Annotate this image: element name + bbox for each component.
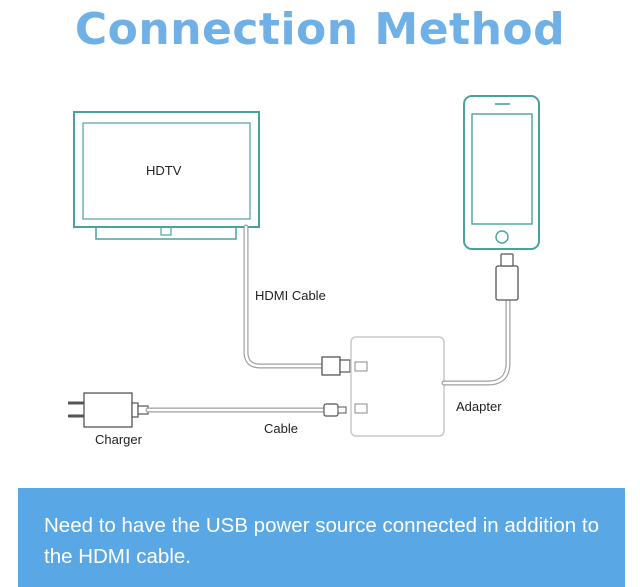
hdtv-screen: [82, 122, 251, 220]
power-source-notice: Need to have the USB power source connec…: [18, 488, 625, 587]
phone-illustration: [463, 95, 540, 250]
adapter-cable: [441, 297, 511, 386]
hdtv-stand-port: [160, 226, 172, 236]
hdmi-plug-tip: [339, 359, 351, 373]
phone-screen: [471, 113, 533, 225]
adapter-label: Adapter: [456, 399, 502, 414]
adapter-illustration: [350, 253, 519, 437]
hdtv-stand: [95, 226, 237, 240]
hdmi-cable: [243, 224, 351, 376]
hdmi-plug: [321, 356, 341, 376]
hdmi-cable-label: HDMI Cable: [255, 288, 326, 303]
adapter-hdmi-port: [354, 361, 368, 372]
cable-label: Cable: [264, 421, 298, 436]
notice-text: Need to have the USB power source connec…: [44, 514, 599, 568]
lightning-plug: [323, 403, 339, 417]
charger-illustration: [68, 392, 149, 428]
adapter-connector: [495, 265, 519, 301]
charger-cable: [145, 403, 347, 417]
phone-home-button: [495, 230, 509, 244]
page-title: Connection Method: [74, 4, 566, 55]
charger-block: [83, 392, 133, 428]
hdtv-illustration: [73, 111, 260, 240]
adapter-body: [350, 336, 445, 437]
charger-label: Charger: [95, 432, 142, 447]
lightning-tip: [500, 253, 514, 267]
hdtv-label: HDTV: [146, 163, 182, 178]
connection-diagram: [68, 95, 540, 437]
adapter-power-port: [354, 403, 368, 414]
phone-body: [463, 95, 540, 250]
